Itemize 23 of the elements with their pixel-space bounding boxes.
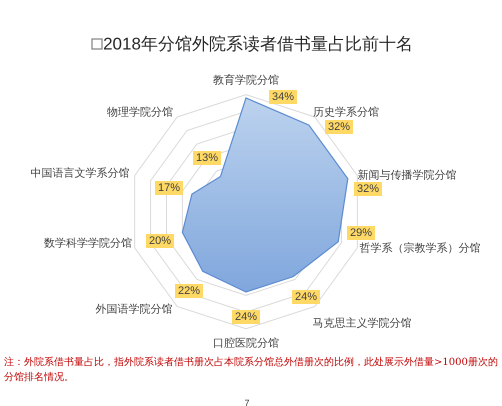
data-label: 13% xyxy=(192,151,222,165)
axis-label: 中国语言文学系分馆 xyxy=(30,166,130,180)
axis-label: 新闻与传播学院分馆 xyxy=(358,168,456,182)
data-label: 17% xyxy=(154,181,184,195)
axis-label: 物理学院分馆 xyxy=(107,105,173,120)
chart-title: 2018年分馆外院系读者借书量占比前十名 xyxy=(103,34,413,56)
data-label: 34% xyxy=(268,90,298,104)
axis-label: 历史学系分馆 xyxy=(313,105,379,120)
data-label: 32% xyxy=(324,120,354,134)
axis-label: 口腔医院分馆 xyxy=(213,336,279,350)
footnote: 注：外院系借书量占比，指外院系读者借书册次占本院系分馆总外借册次的比例，此处展示外借量>1000册次的分馆排名情况。 xyxy=(4,356,499,385)
data-label: 20% xyxy=(146,234,174,248)
page-number: 7 xyxy=(244,398,250,406)
data-label: 22% xyxy=(174,284,204,298)
axis-label: 数学科学学院分馆 xyxy=(44,236,132,250)
axis-label: 马克思主义学院分馆 xyxy=(312,316,412,330)
data-label: 29% xyxy=(346,226,376,240)
data-label: 32% xyxy=(354,182,382,196)
axis-label: 哲学系（宗教学系）分馆 xyxy=(360,241,480,256)
data-label: 24% xyxy=(232,310,260,324)
axis-label: 外国语学院分馆 xyxy=(96,302,172,316)
data-label: 24% xyxy=(292,290,320,304)
axis-label: 教育学院分馆 xyxy=(213,73,279,88)
